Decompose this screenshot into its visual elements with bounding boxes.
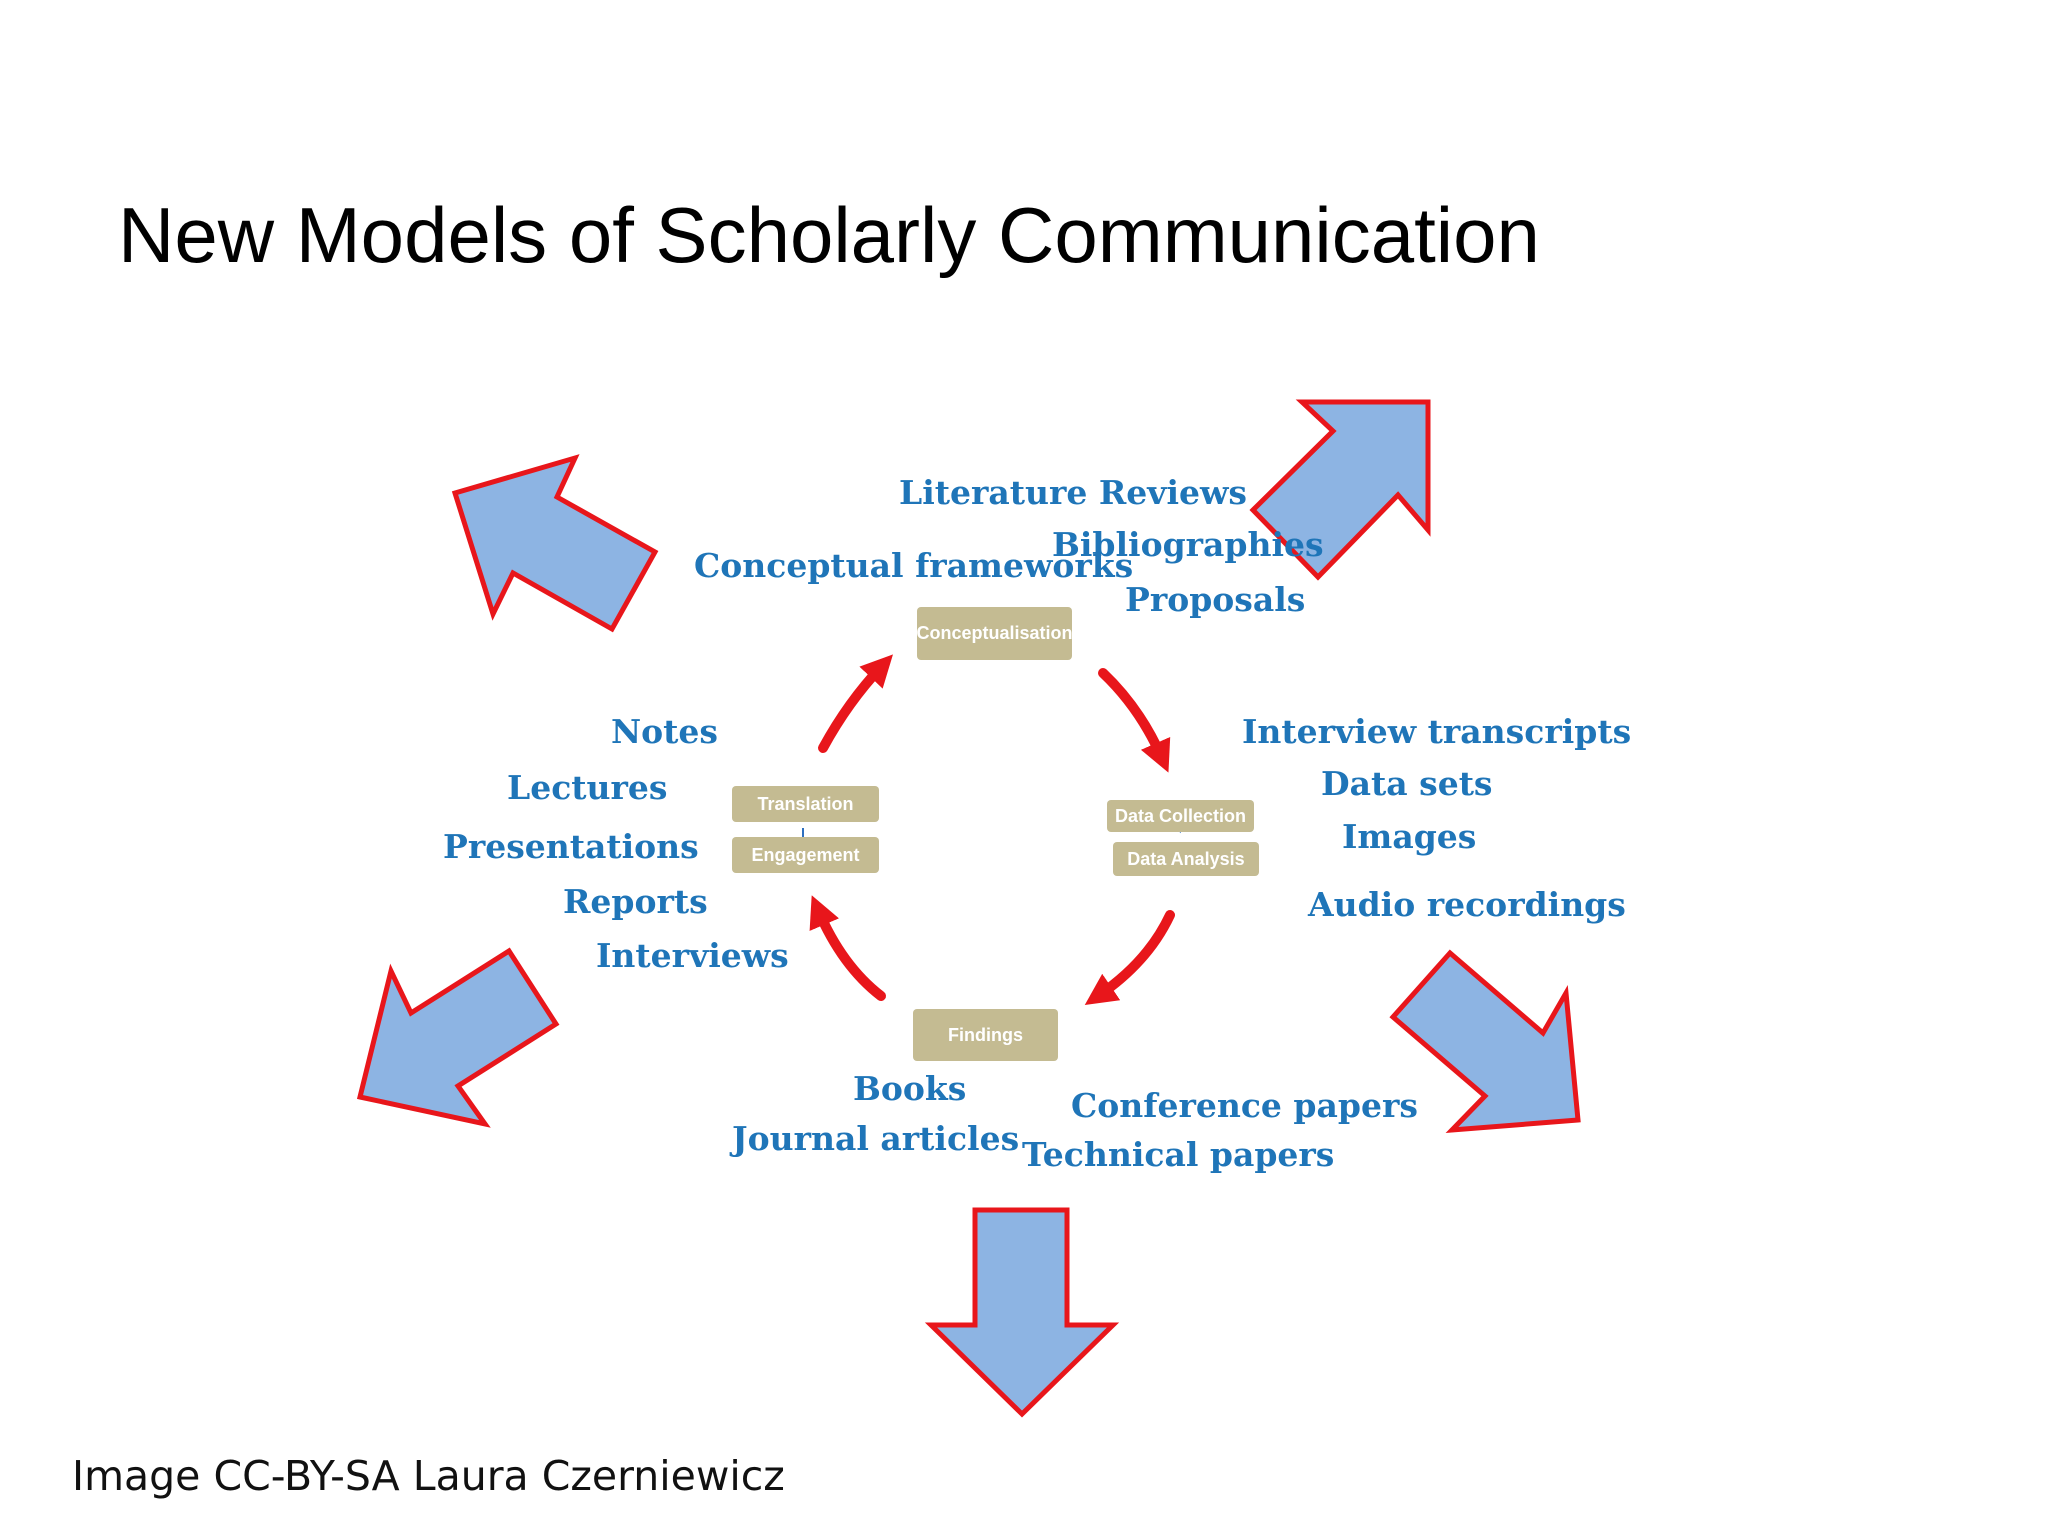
- stage-conceptualisation: Conceptualisation: [917, 607, 1073, 660]
- output-notes: Notes: [611, 712, 718, 751]
- output-conceptual-frameworks: Conceptual frameworks: [694, 546, 1134, 585]
- big-arrow-bottom-left-icon: [356, 947, 560, 1128]
- output-books: Books: [853, 1069, 967, 1108]
- stage-engagement: Engagement: [732, 837, 879, 873]
- stage-translation: Translation: [732, 786, 879, 822]
- output-data-sets: Data sets: [1321, 764, 1493, 803]
- output-conference-papers: Conference papers: [1071, 1086, 1418, 1125]
- big-arrow-bottom-right-icon: [1389, 949, 1581, 1134]
- output-journal-articles: Journal articles: [732, 1119, 1020, 1158]
- output-interview-transcripts: Interview transcripts: [1242, 712, 1632, 751]
- output-proposals: Proposals: [1125, 580, 1306, 619]
- output-reports: Reports: [563, 882, 708, 921]
- output-interviews: Interviews: [596, 936, 789, 975]
- stage-data-analysis: Data Analysis: [1113, 842, 1259, 876]
- page-title: New Models of Scholarly Communication: [118, 191, 1540, 279]
- big-arrow-top-left-icon: [451, 454, 659, 633]
- output-lectures: Lectures: [507, 768, 668, 807]
- output-images: Images: [1342, 817, 1477, 856]
- output-literature-reviews: Literature Reviews: [899, 473, 1247, 512]
- cycle-arrow-top-right-icon: [1098, 668, 1171, 773]
- output-presentations: Presentations: [443, 827, 699, 866]
- cycle-arrow-bottom-left-icon: [809, 895, 886, 1001]
- output-bibliographies: Bibliographies: [1052, 525, 1324, 564]
- big-arrow-bottom-icon: [924, 1207, 1120, 1418]
- stage-findings: Findings: [913, 1009, 1058, 1061]
- image-credit: Image CC-BY-SA Laura Czerniewicz: [72, 1452, 785, 1500]
- cycle-arrow-left-top-icon: [818, 654, 893, 753]
- output-audio-recordings: Audio recordings: [1308, 885, 1626, 924]
- cycle-arrow-right-bottom-icon: [1084, 910, 1175, 1005]
- big-arrow-top-right-icon: [1249, 399, 1431, 581]
- stage-data-collection: Data Collection: [1107, 800, 1254, 832]
- output-technical-papers: Technical papers: [1022, 1135, 1335, 1174]
